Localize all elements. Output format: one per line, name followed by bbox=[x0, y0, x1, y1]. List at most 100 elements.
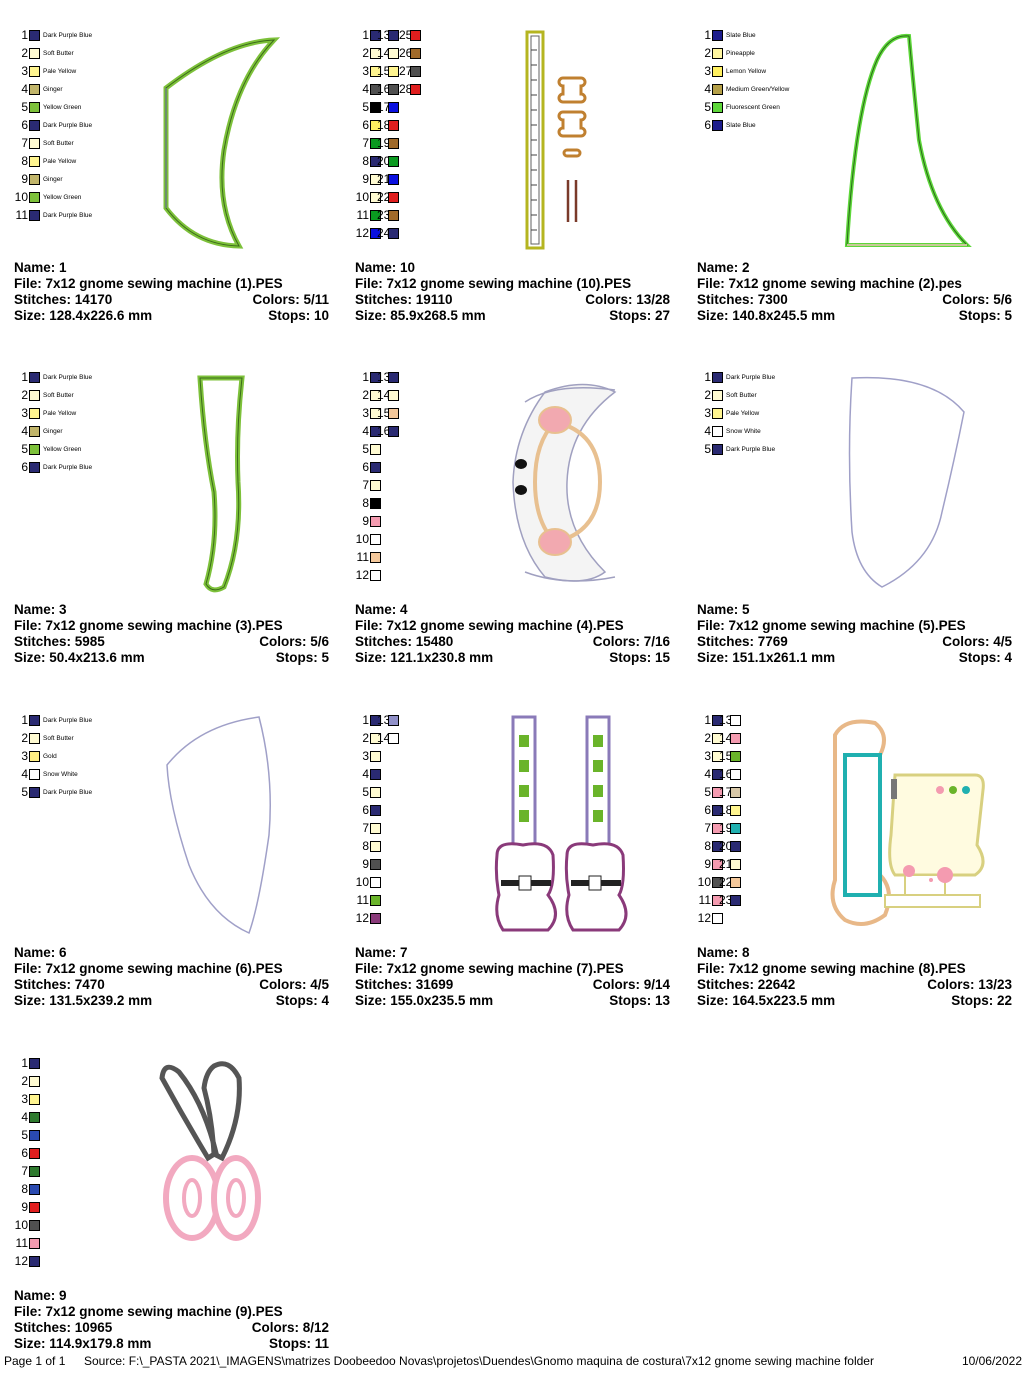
legend-number: 10 bbox=[355, 532, 369, 546]
legend-number: 5 bbox=[21, 1128, 28, 1142]
color-swatch bbox=[29, 1093, 40, 1105]
color-swatch bbox=[410, 83, 421, 95]
legend-entry: 25 bbox=[399, 26, 421, 44]
legend-entry: 1 bbox=[355, 26, 381, 44]
color-swatch bbox=[712, 804, 723, 816]
legend-entry: 11 bbox=[355, 206, 381, 224]
legend-entry: 5 bbox=[697, 783, 723, 801]
legend-number: 9 bbox=[362, 514, 369, 528]
design-info: Name: 5 File: 7x12 gnome sewing machine … bbox=[697, 602, 1012, 666]
legend-entry: 6 bbox=[697, 801, 723, 819]
legend-number: 12 bbox=[14, 1254, 28, 1268]
legend-entry: 8 bbox=[355, 837, 381, 855]
legend-number: 13 bbox=[377, 713, 391, 727]
legend-number: 6 bbox=[362, 460, 369, 474]
color-swatch bbox=[370, 912, 381, 924]
legend-number: 4 bbox=[362, 82, 369, 96]
thread-name: Dark Purple Blue bbox=[43, 716, 93, 724]
legend-number: 9 bbox=[21, 1200, 28, 1214]
color-swatch bbox=[388, 83, 399, 95]
legend-entry: 8 bbox=[697, 837, 723, 855]
legend-entry: 4 bbox=[355, 765, 381, 783]
color-swatch bbox=[712, 119, 723, 131]
legend-entry: 5 bbox=[14, 1126, 40, 1144]
legend-entry: 22 bbox=[377, 188, 399, 206]
design-stops: Stops: 15 bbox=[609, 650, 670, 665]
legend-number: 1 bbox=[704, 28, 711, 42]
legend-number: 25 bbox=[399, 28, 413, 42]
color-swatch bbox=[29, 389, 40, 401]
color-swatch bbox=[388, 173, 399, 185]
legend-entry: 20 bbox=[719, 837, 741, 855]
design-file: File: 7x12 gnome sewing machine (1).PES bbox=[14, 276, 283, 291]
legend-number: 11 bbox=[15, 1236, 28, 1250]
legend-number: 2 bbox=[704, 731, 711, 745]
design-info: Name: 7 File: 7x12 gnome sewing machine … bbox=[355, 945, 670, 1009]
color-swatch bbox=[712, 822, 723, 834]
legend-number: 8 bbox=[21, 154, 28, 168]
legend-number: 6 bbox=[21, 118, 28, 132]
design-8-preview bbox=[830, 719, 985, 926]
design-file: File: 7x12 gnome sewing machine (2).pes bbox=[697, 276, 962, 291]
design-stitches: Stitches: 15480 bbox=[355, 634, 454, 649]
color-swatch bbox=[370, 714, 381, 726]
legend-number: 15 bbox=[377, 406, 391, 420]
legend-number: 11 bbox=[356, 208, 369, 222]
legend-entry: 4 bbox=[355, 422, 381, 440]
color-swatch bbox=[370, 840, 381, 852]
thread-name: Pale Yellow bbox=[726, 409, 760, 417]
color-swatch bbox=[370, 209, 381, 221]
legend-number: 1 bbox=[21, 1056, 28, 1070]
legend-number: 24 bbox=[377, 226, 391, 240]
design-colors: Colors: 13/23 bbox=[927, 977, 1012, 992]
color-swatch bbox=[370, 227, 381, 239]
thread-name: Yellow Green bbox=[43, 445, 82, 453]
legend-number: 10 bbox=[14, 190, 28, 204]
legend-number: 15 bbox=[377, 64, 391, 78]
legend-number: 10 bbox=[14, 1218, 28, 1232]
color-swatch bbox=[29, 209, 40, 221]
legend-entry: 3 bbox=[14, 1090, 40, 1108]
source-path: Source: F:\_PASTA 2021\_IMAGENS\matrizes… bbox=[84, 1354, 874, 1368]
color-swatch bbox=[29, 1057, 40, 1069]
legend-entry: 8 bbox=[355, 494, 381, 512]
color-swatch bbox=[370, 533, 381, 545]
color-swatch bbox=[370, 371, 381, 383]
legend-entry: 3 bbox=[355, 404, 381, 422]
design-name: Name: 7 bbox=[355, 945, 408, 960]
design-colors: Colors: 5/6 bbox=[942, 292, 1012, 307]
legend-number: 13 bbox=[377, 28, 391, 42]
design-stitches: Stitches: 22642 bbox=[697, 977, 796, 992]
color-swatch bbox=[29, 65, 40, 77]
legend-entry: 11 bbox=[697, 891, 723, 909]
color-swatch bbox=[370, 497, 381, 509]
color-swatch bbox=[370, 137, 381, 149]
color-swatch bbox=[712, 29, 723, 41]
legend-number: 22 bbox=[377, 190, 391, 204]
design-colors: Colors: 9/14 bbox=[592, 977, 670, 992]
legend-entry: 7 bbox=[697, 819, 723, 837]
legend-entry: 9 bbox=[355, 512, 381, 530]
color-swatch bbox=[29, 407, 40, 419]
legend-entry: 7 bbox=[14, 1162, 40, 1180]
legend-number: 5 bbox=[21, 785, 28, 799]
design-file: File: 7x12 gnome sewing machine (7).PES bbox=[355, 961, 624, 976]
legend-entry: 8 bbox=[14, 1180, 40, 1198]
legend-entry: 13 bbox=[719, 711, 741, 729]
color-swatch bbox=[712, 768, 723, 780]
design-stitches: Stitches: 19110 bbox=[355, 292, 453, 307]
color-swatch bbox=[730, 876, 741, 888]
design-name: Name: 8 bbox=[697, 945, 750, 960]
legend-entry: 24 bbox=[377, 224, 399, 242]
color-swatch bbox=[29, 119, 40, 131]
design-file: File: 7x12 gnome sewing machine (5).PES bbox=[697, 618, 966, 633]
